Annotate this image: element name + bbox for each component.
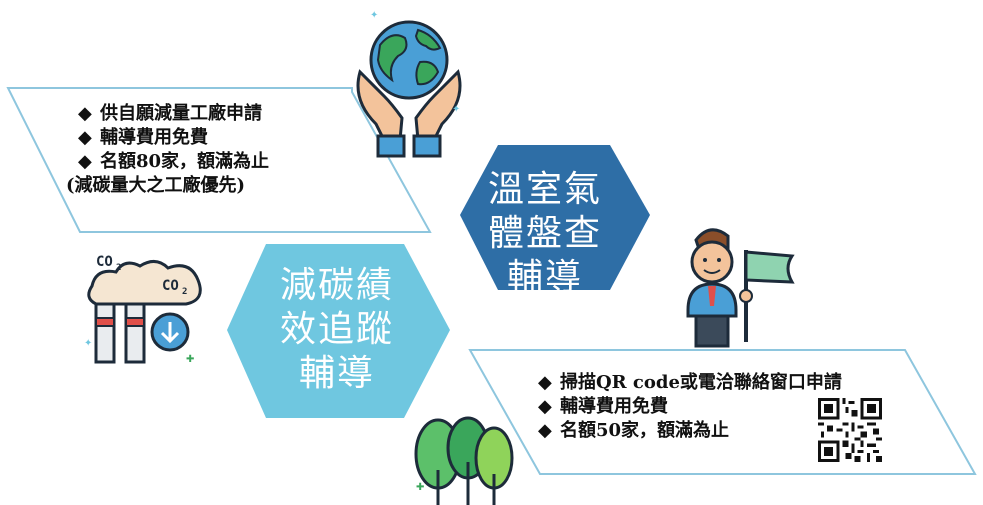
list-item: ◆ 輔導費用免費 — [78, 126, 269, 150]
list-item-text: 名額50家，額滿為止 — [560, 420, 730, 441]
list-item-text: 掃描QR code或電洽聯絡窗口申請 — [560, 372, 842, 393]
list-item-text: (減碳量大之工廠優先) — [66, 175, 246, 196]
list-item-text: 名額80家，額滿為止 — [100, 151, 270, 172]
hexagon-cyan-line: 減碳績 — [279, 265, 394, 306]
svg-text:CO: CO — [96, 254, 113, 270]
svg-text:✚: ✚ — [416, 482, 424, 493]
left-panel-list: ◆ 供自願減量工廠申請 ◆ 輔導費用免費 ◆ 名額80家，額滿為止 (減碳量大之工廠優… — [66, 102, 269, 198]
list-item-text: 輔導費用免費 — [560, 396, 668, 417]
businessman-flag-icon — [686, 228, 795, 348]
svg-text:✦: ✦ — [452, 104, 460, 115]
diamond-bullet-icon: ◆ — [538, 420, 552, 441]
svg-text:✦: ✦ — [84, 338, 92, 349]
hexagon-cyan-line: 輔導 — [298, 353, 375, 394]
hexagon-cyan-label: 減碳績 效追蹤 輔導 — [270, 264, 404, 396]
hexagon-blue-line: 輔導 — [506, 257, 583, 298]
list-item: ◆ 掃描QR code或電洽聯絡窗口申請 — [538, 371, 842, 395]
hexagon-blue-line: 體盤查 — [487, 213, 602, 254]
list-item-text: 供自願減量工廠申請 — [100, 103, 262, 124]
globe-in-hands-icon: ✦ ✦ — [356, 10, 462, 158]
list-item: (減碳量大之工廠優先) — [66, 174, 269, 198]
trees-icon: ✚ — [414, 416, 514, 505]
hexagon-blue-label: 溫室氣 體盤查 輔導 — [476, 168, 614, 300]
hexagon-blue-line: 溫室氣 — [487, 169, 602, 210]
right-panel-list: ◆ 掃描QR code或電洽聯絡窗口申請 ◆ 輔導費用免費 ◆ 名額50家，額滿為止 — [538, 371, 842, 443]
hexagon-cyan-line: 效追蹤 — [279, 309, 394, 350]
svg-text:CO: CO — [162, 278, 179, 294]
list-item: ◆ 供自願減量工廠申請 — [78, 102, 269, 126]
diamond-bullet-icon: ◆ — [78, 103, 92, 124]
svg-text:✚: ✚ — [186, 354, 194, 365]
list-item: ◆ 輔導費用免費 — [538, 395, 842, 419]
qr-code-icon[interactable] — [818, 398, 882, 462]
svg-text:2: 2 — [182, 287, 187, 297]
diamond-bullet-icon: ◆ — [78, 127, 92, 148]
svg-text:2: 2 — [116, 263, 121, 273]
svg-text:✦: ✦ — [370, 10, 378, 21]
list-item: ◆ 名額50家，額滿為止 — [538, 419, 842, 443]
left-panel-frame — [6, 87, 432, 233]
diamond-bullet-icon: ◆ — [78, 151, 92, 172]
diamond-bullet-icon: ◆ — [538, 372, 552, 393]
diamond-bullet-icon: ◆ — [538, 396, 552, 417]
list-item: ◆ 名額80家，額滿為止 — [78, 150, 269, 174]
list-item-text: 輔導費用免費 — [100, 127, 208, 148]
factory-co2-icon: CO 2 CO 2 ✦ ✚ — [84, 254, 202, 365]
hexagon-cyan — [227, 244, 450, 418]
hexagon-blue — [460, 145, 650, 290]
